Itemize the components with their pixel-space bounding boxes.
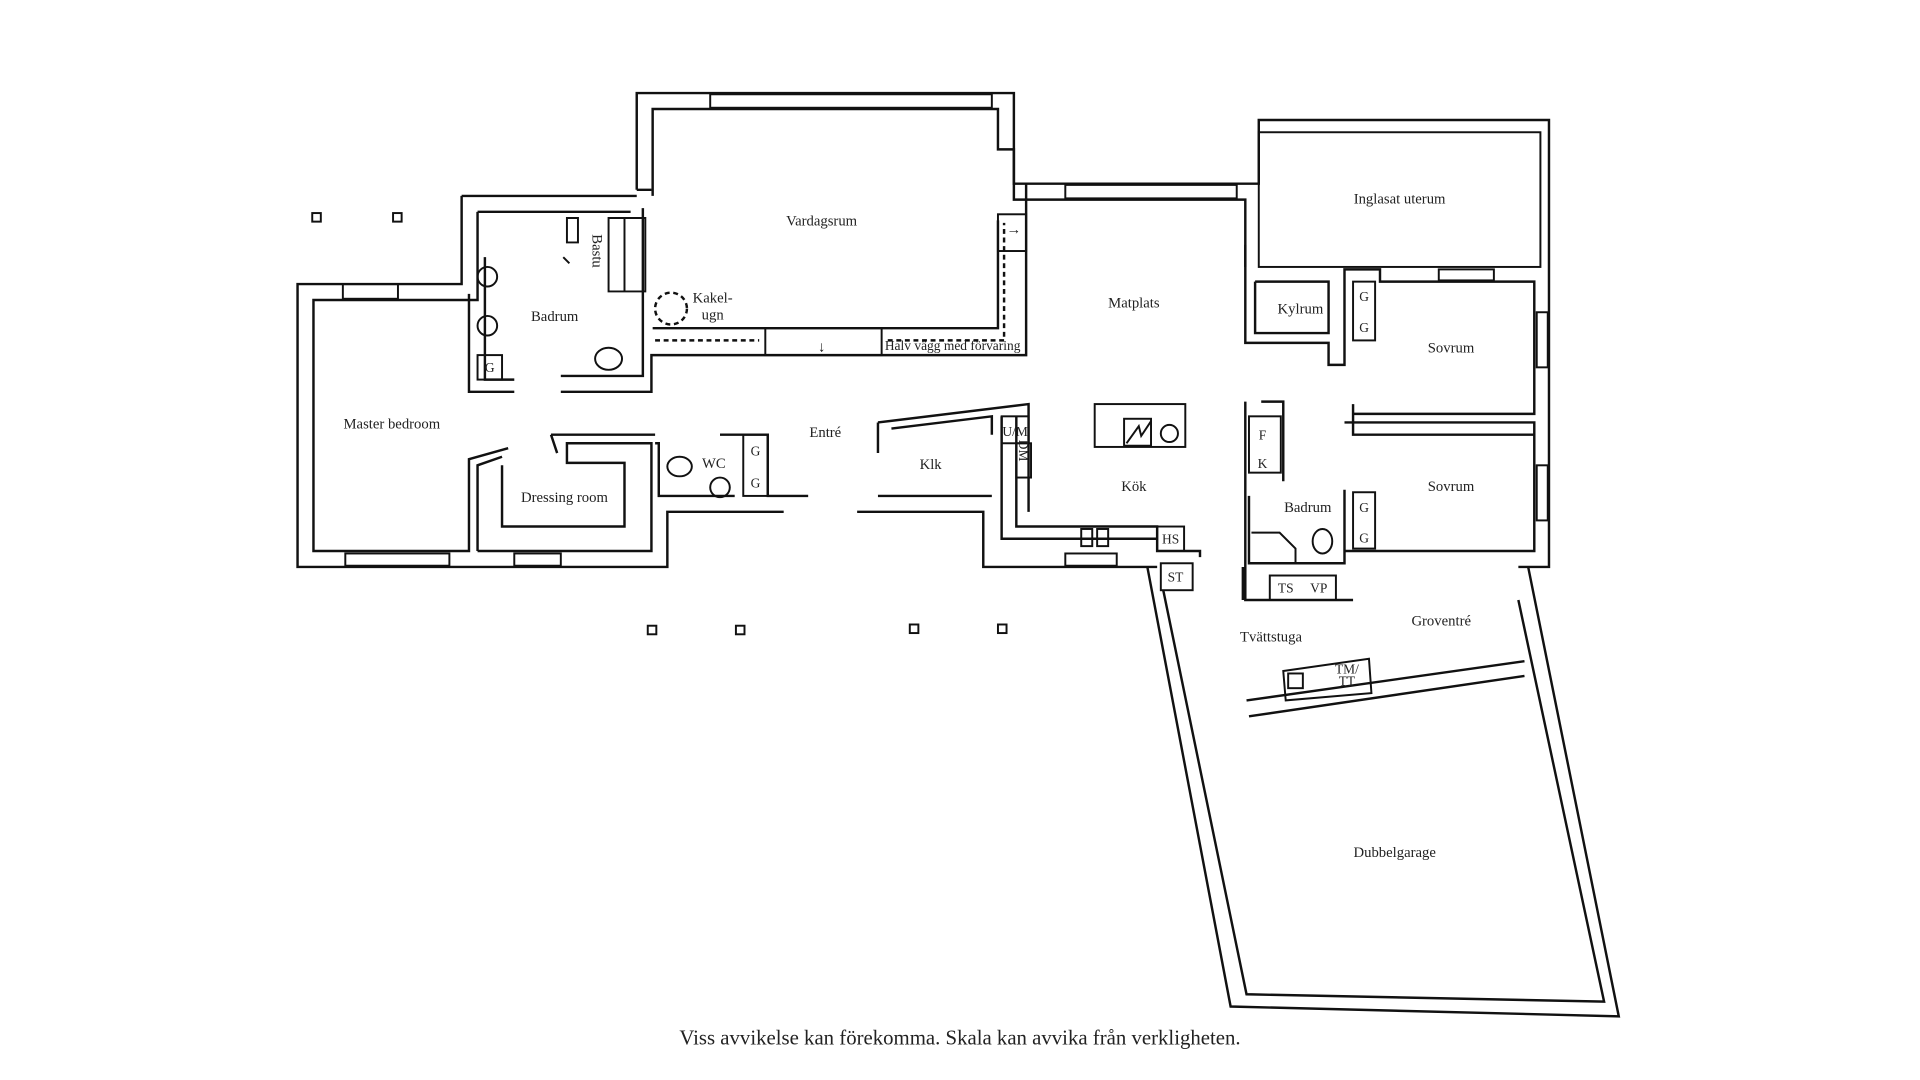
room-label-tvattstuga: Tvättstuga [1240, 630, 1302, 646]
tt-label: TT [1339, 674, 1355, 689]
room-label-kok: Kök [1121, 479, 1147, 495]
tm-label: TM/ [1335, 661, 1359, 676]
room-label-bastu: Bastu [589, 234, 605, 268]
room-label-vardagsrum: Vardagsrum [786, 213, 858, 229]
arrow-down-icon: ↓ [818, 339, 825, 355]
kakelugn-label-2: ugn [702, 308, 725, 324]
k-label: K [1258, 456, 1268, 471]
g-label: G [1359, 289, 1369, 304]
g-label: G [1359, 500, 1369, 515]
room-label-klk: Klk [920, 457, 943, 473]
ts-label: TS [1278, 581, 1294, 596]
room-label-sovrum: Sovrum [1428, 341, 1475, 357]
room-label-badrum: Badrum [531, 309, 579, 325]
kakelugn-label-1: Kakel- [693, 290, 733, 306]
g-label: G [1359, 530, 1369, 545]
g-label: G [751, 444, 761, 459]
g-label: G [1359, 320, 1369, 335]
f-label: F [1259, 428, 1266, 443]
um-label: U/M [1002, 424, 1027, 439]
room-label-sovrum-2: Sovrum [1428, 479, 1475, 495]
arrow-right-icon: → [1007, 222, 1022, 238]
st-label: ST [1168, 570, 1184, 585]
dm-label: DM [1016, 440, 1031, 462]
room-label-master-bedroom: Master bedroom [344, 417, 441, 433]
room-label-groventre: Groventré [1411, 614, 1471, 630]
room-label-inglasat-uterum: Inglasat uterum [1354, 191, 1446, 207]
g-label: G [485, 360, 495, 375]
vp-label: VP [1310, 581, 1327, 596]
disclaimer-footer: Viss avvikelse kan förekomma. Skala kan … [679, 1025, 1240, 1049]
room-label-entre: Entré [809, 425, 841, 441]
room-label-dubbelgarage: Dubbelgarage [1354, 845, 1437, 861]
walls [296, 91, 1621, 1018]
halv-vagg-label: Halv vägg med förvaring [885, 338, 1021, 353]
posts [311, 212, 1008, 636]
room-label-badrum-2: Badrum [1284, 500, 1332, 516]
room-label-matplats: Matplats [1108, 295, 1160, 311]
room-label-wc: WC [702, 456, 726, 472]
room-label-dressing-room: Dressing room [521, 490, 608, 506]
room-label-kylrum: Kylrum [1278, 301, 1324, 317]
hs-label: HS [1162, 532, 1179, 547]
g-label: G [751, 475, 761, 490]
